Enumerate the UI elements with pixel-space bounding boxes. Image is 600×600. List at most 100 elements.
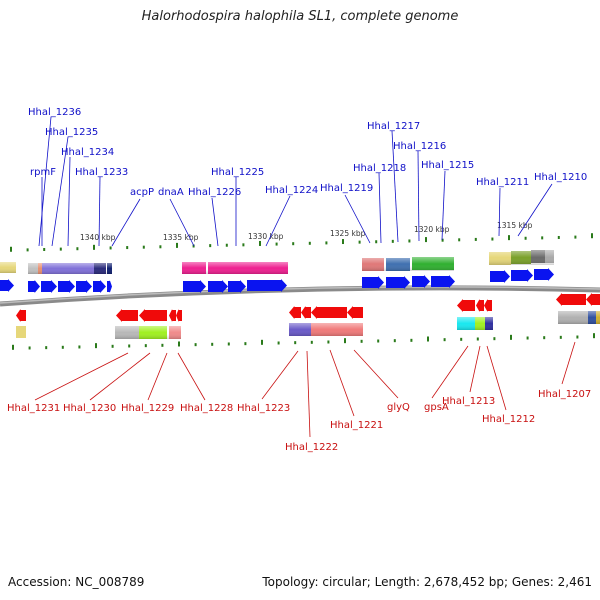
tick-bottom xyxy=(194,343,197,347)
svg-text:Hhal_1207: Hhal_1207 xyxy=(538,389,591,400)
svg-text:gpsA: gpsA xyxy=(424,402,449,413)
gene-label-hhal-1219[interactable]: Hhal_1219 xyxy=(320,183,373,244)
forward-arrow[interactable] xyxy=(107,280,112,293)
reverse-arrow[interactable] xyxy=(484,299,492,312)
tick-top xyxy=(325,241,328,245)
gene-label-acpp[interactable]: acpP xyxy=(111,187,154,247)
svg-text:Hhal_1235: Hhal_1235 xyxy=(45,127,98,138)
tick-top xyxy=(43,247,46,251)
gene-label-hhal-1213[interactable]: Hhal_1213 xyxy=(442,345,495,407)
gene-label-hhal-1235[interactable]: Hhal_1235 xyxy=(45,127,98,247)
reverse-arrow[interactable] xyxy=(289,306,301,319)
svg-text:Hhal_1223: Hhal_1223 xyxy=(237,403,290,414)
forward-arrow[interactable] xyxy=(183,280,206,293)
reverse-arrow[interactable] xyxy=(116,309,138,322)
forward-arrow[interactable] xyxy=(362,276,384,289)
svg-text:Hhal_1211: Hhal_1211 xyxy=(476,177,529,188)
forward-feature-bars xyxy=(0,250,554,274)
forward-arrow[interactable] xyxy=(0,279,14,292)
gene-label-hhal-1224[interactable]: Hhal_1224 xyxy=(265,185,318,247)
gene-label-rpmf[interactable]: rpmF xyxy=(30,167,56,246)
gene-label-hhal-1223[interactable]: Hhal_1223 xyxy=(237,350,299,414)
reverse-arrow[interactable] xyxy=(176,309,182,322)
tick-bottom xyxy=(128,344,131,348)
gene-label-hhal-1218[interactable]: Hhal_1218 xyxy=(353,163,406,244)
forward-arrow[interactable] xyxy=(247,279,287,292)
coord-1325: 1325 kbp xyxy=(330,229,366,238)
forward-arrow[interactable] xyxy=(511,269,533,282)
forward-arrow[interactable] xyxy=(58,280,75,293)
gene-label-dnaa[interactable]: dnaA xyxy=(158,187,195,247)
gene-label-hhal-1234[interactable]: Hhal_1234 xyxy=(61,147,114,247)
gene-label-hhal-1230[interactable]: Hhal_1230 xyxy=(63,352,151,414)
gene-label-glyq[interactable]: glyQ xyxy=(353,349,410,413)
tick-top xyxy=(541,236,544,240)
gene-label-hhal-1207[interactable]: Hhal_1207 xyxy=(538,341,591,400)
coordinate-labels: 1340 kbp 1335 kbp 1330 kbp 1325 kbp 1320… xyxy=(80,221,533,242)
tick-bottom xyxy=(261,339,263,345)
gene-label-hhal-1212[interactable]: Hhal_1212 xyxy=(482,345,535,425)
reverse-arrow[interactable] xyxy=(139,309,167,322)
tick-bottom xyxy=(377,339,380,343)
gene-label-hhal-1222[interactable]: Hhal_1222 xyxy=(285,350,338,453)
reverse-arrow[interactable] xyxy=(169,309,176,322)
svg-text:Hhal_1231: Hhal_1231 xyxy=(7,403,60,414)
svg-text:Hhal_1221: Hhal_1221 xyxy=(330,420,383,431)
forward-arrow[interactable] xyxy=(431,275,455,288)
tick-top xyxy=(225,243,228,247)
svg-text:Hhal_1213: Hhal_1213 xyxy=(442,396,495,407)
genome-summary: Topology: circular; Length: 2,678,452 bp… xyxy=(262,575,592,589)
gene-label-hhal-1211[interactable]: Hhal_1211 xyxy=(476,177,529,237)
tick-bottom xyxy=(78,345,81,349)
forward-arrow[interactable] xyxy=(534,268,554,281)
gene-label-gpsa[interactable]: gpsA xyxy=(424,345,469,413)
gene-label-hhal-1216[interactable]: Hhal_1216 xyxy=(393,141,446,242)
forward-arrow[interactable] xyxy=(412,275,430,288)
forward-arrow[interactable] xyxy=(386,276,410,289)
tick-bottom xyxy=(460,337,463,341)
tick-bottom xyxy=(161,343,164,347)
tick-bottom xyxy=(28,346,31,350)
gene-label-hhal-1225[interactable]: Hhal_1225 xyxy=(211,167,264,246)
svg-text:Hhal_1217: Hhal_1217 xyxy=(367,121,420,132)
gene-label-hhal-1226[interactable]: Hhal_1226 xyxy=(188,187,241,247)
forward-arrow[interactable] xyxy=(93,280,106,293)
gene-label-hhal-1236[interactable]: Hhal_1236 xyxy=(28,107,81,247)
tick-top xyxy=(391,239,394,243)
tick-bottom xyxy=(227,342,230,346)
reverse-arrow[interactable] xyxy=(476,299,484,312)
gene-label-hhal-1215[interactable]: Hhal_1215 xyxy=(421,160,474,241)
reverse-arrow[interactable] xyxy=(301,306,311,319)
coord-1335: 1335 kbp xyxy=(163,233,199,242)
forward-arrow[interactable] xyxy=(490,270,510,283)
tick-top xyxy=(557,235,560,239)
reverse-arrow[interactable] xyxy=(556,293,586,306)
tick-top xyxy=(209,244,212,248)
tick-top xyxy=(574,235,577,239)
tick-bottom xyxy=(576,335,579,339)
gene-label-hhal-1231[interactable]: Hhal_1231 xyxy=(7,352,129,414)
forward-arrow[interactable] xyxy=(208,280,228,293)
tick-top xyxy=(259,240,261,246)
tick-bottom xyxy=(510,334,512,340)
gene-label-hhal-1217[interactable]: Hhal_1217 xyxy=(367,121,420,243)
tick-bottom xyxy=(111,344,114,348)
reverse-arrow[interactable] xyxy=(586,293,600,306)
reverse-arrow[interactable] xyxy=(347,306,363,319)
gene-label-hhal-1229[interactable]: Hhal_1229 xyxy=(121,352,174,414)
tick-top xyxy=(10,246,12,252)
forward-arrow[interactable] xyxy=(228,280,246,293)
forward-arrow[interactable] xyxy=(28,280,40,293)
reverse-arrow[interactable] xyxy=(457,299,475,312)
forward-arrow[interactable] xyxy=(76,280,92,293)
tick-top xyxy=(591,233,593,239)
reverse-arrow[interactable] xyxy=(311,306,347,319)
gene-label-hhal-1228[interactable]: Hhal_1228 xyxy=(177,352,233,414)
svg-text:rpmF: rpmF xyxy=(30,167,56,178)
gene-label-hhal-1210[interactable]: Hhal_1210 xyxy=(517,172,587,237)
gene-label-hhal-1233[interactable]: Hhal_1233 xyxy=(75,167,128,247)
gene-label-hhal-1221[interactable]: Hhal_1221 xyxy=(329,349,383,431)
forward-arrow[interactable] xyxy=(41,280,57,293)
reverse-arrow[interactable] xyxy=(16,309,26,322)
svg-text:acpP: acpP xyxy=(130,187,154,198)
